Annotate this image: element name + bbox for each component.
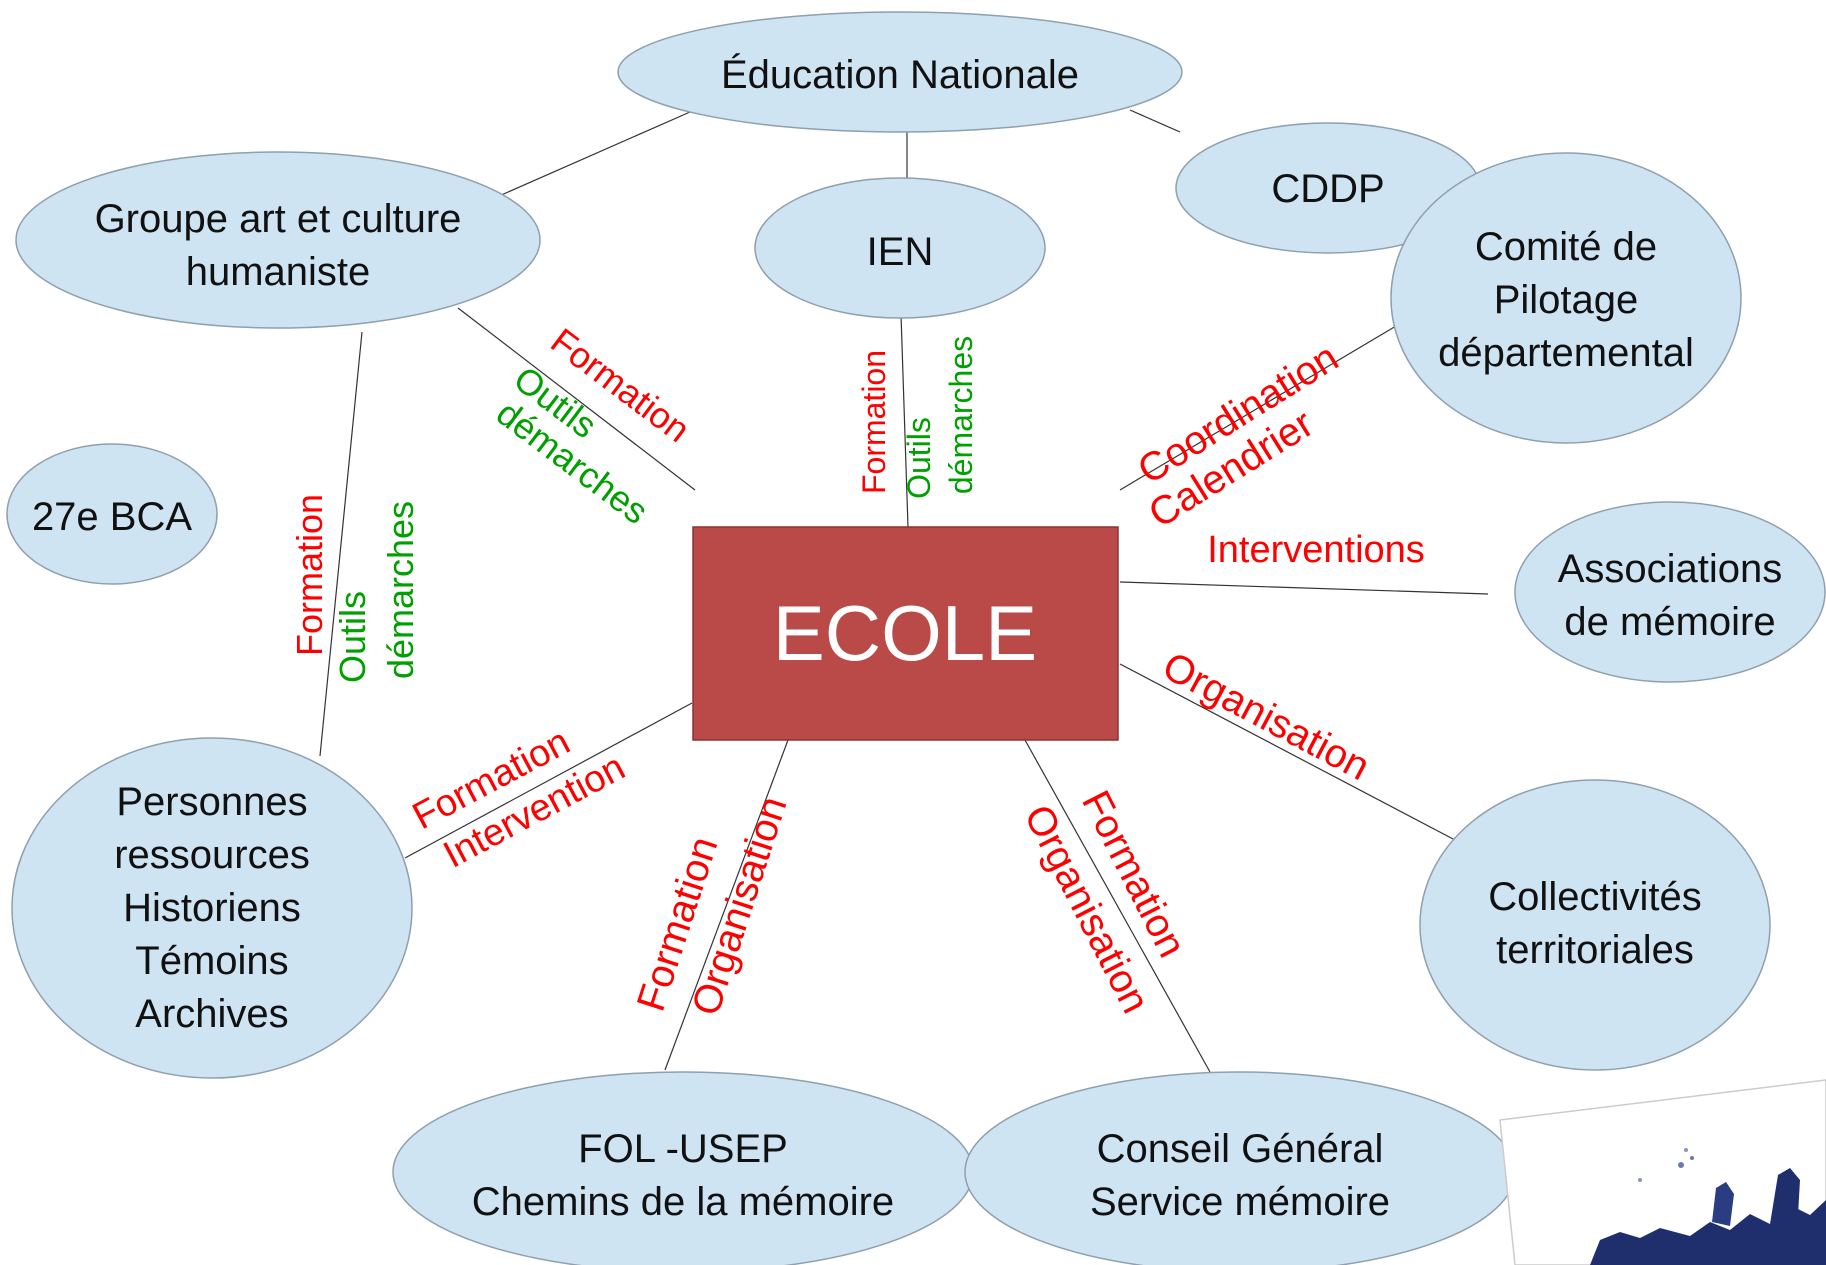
node-label-line2: humaniste [186,250,371,294]
label-group-groupe-personnes: Formation [289,494,330,656]
edge-label-interventions: Interventions [1207,529,1425,571]
edge-label-formation: Formation [856,350,892,494]
edge-education-groupe [489,111,691,201]
photo-fragment [1499,1079,1826,1265]
node-label-line1: Groupe art et culture [95,197,462,241]
label-group-groupe-personnes-3: démarches [380,501,421,679]
node-label-line1: Comité de [1475,225,1657,269]
node-label-line2: Chemins de la mémoire [472,1180,894,1224]
node-groupe-art: Groupe art et culture humaniste [15,151,541,329]
edge-collectivites-ecole [1119,663,1456,841]
edge-label-organisation: Organisation [1156,644,1377,789]
edge-conseil-ecole [1024,739,1211,1073]
edge-groupe-ecole [457,307,696,491]
center-label: ECOLE [773,589,1037,677]
node-comite: Comité de Pilotage départemental [1390,152,1742,444]
node-label-line3: départemental [1438,331,1694,375]
node-label-line3: Historiens [123,886,301,930]
edge-fol-ecole [664,739,789,1071]
edge-label-outils: Outils [901,417,937,499]
node-label-line1: Conseil Général [1097,1127,1384,1171]
node-fol-usep: FOL -USEP Chemins de la mémoire [392,1071,974,1265]
node-label: 27e BCA [32,495,192,539]
node-conseil-general: Conseil Général Service mémoire [964,1071,1516,1265]
node-ien: IEN [754,177,1046,319]
node-associations: Associations de mémoire [1514,501,1826,683]
node-label-line2: ressources [114,833,310,877]
edge-label-formation: Formation [289,494,330,656]
edge-label-demarches: démarches [943,336,979,494]
edge-education-cddp [1129,109,1181,133]
edge-groupe-personnes [319,331,363,757]
node-education-nationale: Éducation Nationale [617,11,1183,133]
node-27e-bca: 27e BCA [6,443,218,585]
center-node-ecole: ECOLE [692,526,1119,741]
edge-label-demarches: démarches [380,501,421,679]
edge-associations-ecole [1119,581,1489,595]
node-cddp: CDDP [1175,122,1481,254]
edge-personnes-ecole [404,702,693,859]
node-label: CDDP [1271,167,1384,211]
label-group-ien-ecole-3: démarches [943,336,979,494]
label-group-groupe-personnes-2: Outils [332,591,373,683]
node-label-line1: Associations [1558,547,1783,591]
node-label-line2: Service mémoire [1090,1180,1390,1224]
node-label-line1: Collectivités [1488,875,1701,919]
node-label-line5: Archives [135,992,288,1036]
node-personnes: Personnes ressources Historiens Témoins … [11,737,413,1079]
center-box [692,526,1119,741]
node-label-line4: Témoins [135,939,288,983]
node-label-line2: de mémoire [1564,600,1775,644]
node-label: Éducation Nationale [721,52,1079,97]
node-label-line2: territoriales [1496,928,1694,972]
label-group-ien-ecole: Formation [856,350,892,494]
edge-ien-ecole [899,283,909,528]
node-label-line1: Personnes [116,780,307,824]
node-label-line2: Pilotage [1494,278,1639,322]
node-label: IEN [867,230,934,274]
connectors [319,109,1489,1073]
label-group-ien-ecole-2: Outils [901,417,937,499]
node-label-line1: FOL -USEP [578,1127,788,1171]
edge-label-outils: Outils [332,591,373,683]
label-group-collectivites-ecole: Organisation [1156,644,1377,789]
node-collectivites: Collectivités territoriales [1419,779,1771,1071]
edge-comite-ecole [1119,325,1397,491]
